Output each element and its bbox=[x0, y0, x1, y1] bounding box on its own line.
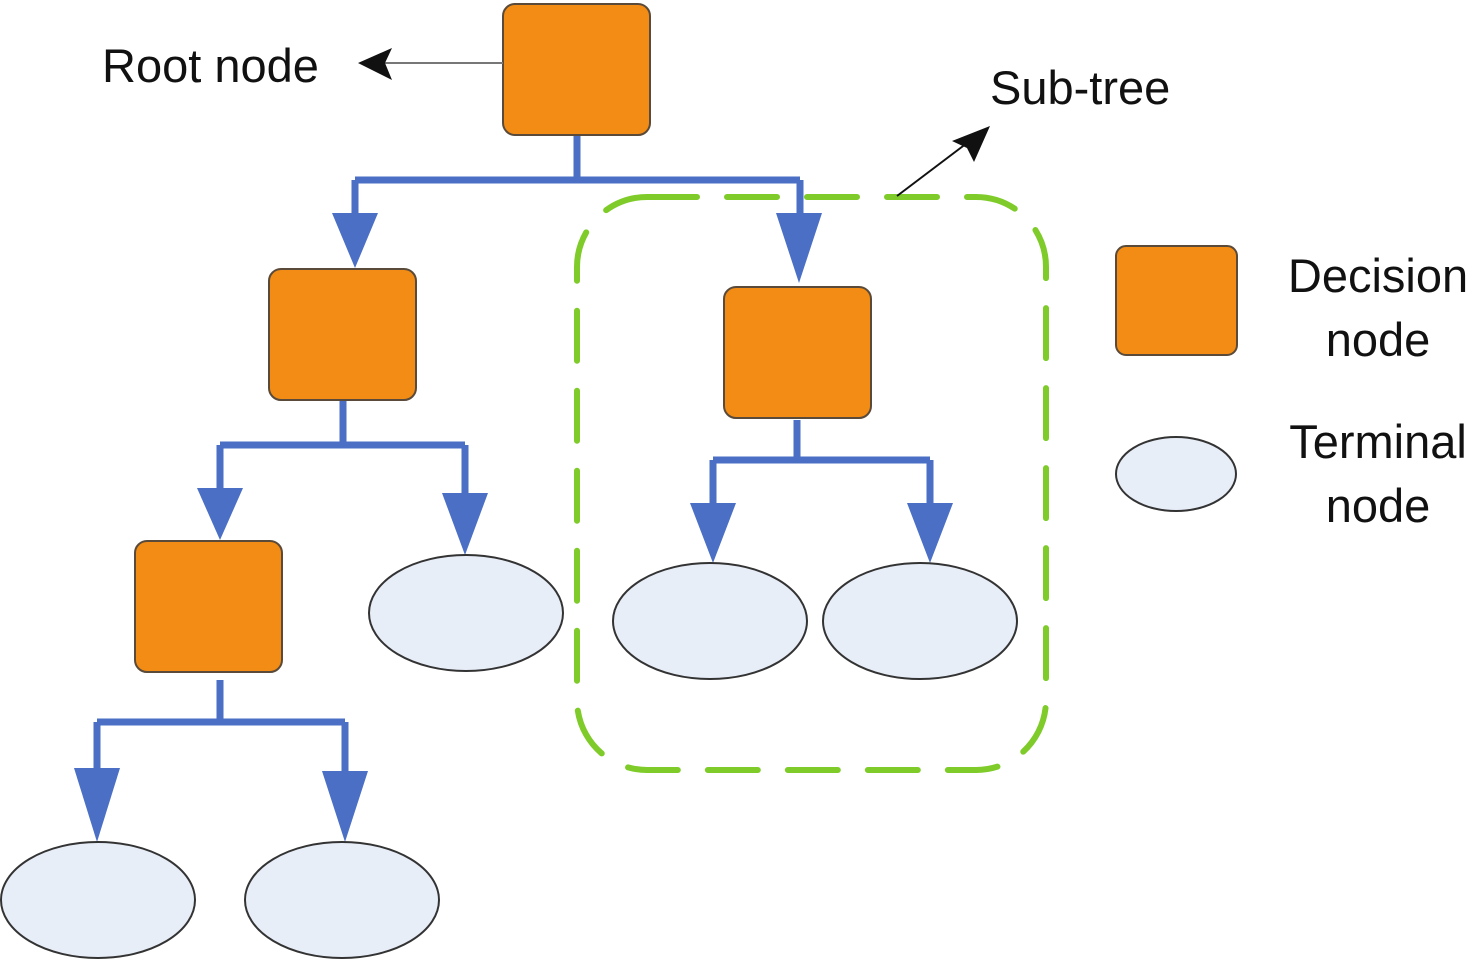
edges bbox=[93, 135, 934, 773]
edge-root bbox=[351, 135, 804, 215]
arrowhead-d1 bbox=[332, 213, 378, 268]
edge-d2 bbox=[709, 420, 934, 505]
arrowhead-t4 bbox=[74, 768, 120, 842]
legend-decision-label-line1: Decision bbox=[1288, 249, 1468, 302]
arrowhead-t1 bbox=[442, 493, 488, 555]
decision-node-d2 bbox=[723, 286, 872, 419]
legend: Decision node Terminal node bbox=[1115, 245, 1468, 532]
decision-node-root bbox=[502, 3, 651, 136]
terminal-node-t2 bbox=[612, 562, 808, 680]
decision-node-d1 bbox=[268, 268, 417, 401]
root-node-label: Root node bbox=[102, 39, 319, 92]
subtree-boundary bbox=[574, 194, 1049, 773]
legend-decision-label-line2: node bbox=[1326, 313, 1431, 366]
legend-terminal-label-line1: Terminal bbox=[1289, 415, 1467, 468]
terminal-nodes bbox=[0, 554, 1018, 959]
arrowhead-t3 bbox=[907, 503, 953, 563]
subtree-pointer-arrowhead bbox=[952, 126, 990, 162]
edge-d1 bbox=[216, 400, 469, 495]
decision-node-d3 bbox=[134, 540, 283, 673]
root-pointer-arrowhead bbox=[358, 48, 392, 80]
arrowhead-d2 bbox=[776, 213, 822, 283]
decision-nodes bbox=[134, 3, 872, 673]
terminal-node-t3 bbox=[822, 562, 1018, 680]
arrowhead-t5 bbox=[322, 771, 368, 842]
legend-terminal-icon bbox=[1115, 436, 1237, 512]
edge-d3 bbox=[93, 680, 349, 773]
terminal-node-t4 bbox=[0, 841, 196, 959]
subtree-pointer-arrow bbox=[896, 136, 976, 197]
edge-arrowheads bbox=[74, 213, 953, 842]
arrowhead-d3 bbox=[197, 488, 243, 540]
terminal-node-t1 bbox=[368, 554, 564, 672]
legend-terminal-label-line2: node bbox=[1326, 479, 1431, 532]
legend-decision-icon bbox=[1115, 245, 1238, 356]
subtree-label: Sub-tree bbox=[990, 61, 1170, 114]
terminal-node-t5 bbox=[244, 841, 440, 959]
arrowhead-t2 bbox=[690, 503, 736, 563]
